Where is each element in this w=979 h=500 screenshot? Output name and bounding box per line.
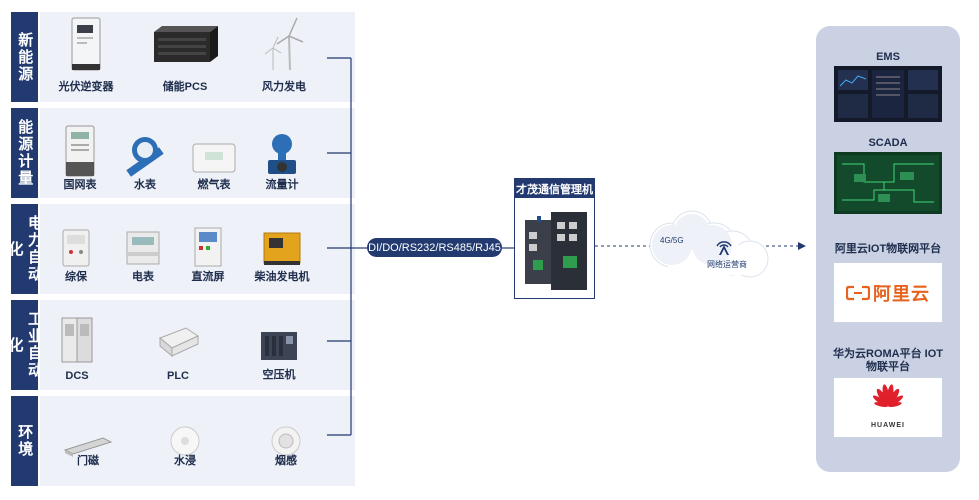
water-leak-sensor-icon: [170, 426, 200, 456]
aliyun-logo-text: 阿里云: [873, 283, 930, 304]
relay-protection-icon: [62, 229, 90, 267]
gateway-device-icon: [525, 212, 587, 290]
device-name: 空压机: [262, 369, 296, 381]
dcs-cabinet-icon: [61, 317, 93, 363]
device-water-meter[interactable]: 水表: [105, 108, 185, 196]
diesel-generator-icon: [263, 232, 301, 265]
category-label-industrial-automation: 工业自动化: [7, 300, 43, 390]
inverter-icon: [71, 17, 101, 71]
network-type-label: 4G/5G: [660, 236, 684, 245]
signal-tower-icon: [716, 241, 732, 255]
ems-dashboard-icon: [838, 70, 938, 118]
cloud-shapes: [649, 210, 769, 278]
device-name: 水表: [134, 179, 156, 191]
network-operator-label: 网络运营商: [707, 260, 747, 269]
device-name: 综保: [65, 271, 87, 283]
device-name: 燃气表: [197, 179, 231, 191]
device-smoke-detector[interactable]: 烟感: [246, 396, 326, 484]
device-diesel-generator[interactable]: 柴油发电机: [242, 204, 322, 292]
platform-title-aliyun: 阿里云IOT物联网平台: [834, 243, 942, 255]
device-pv-inverter[interactable]: 光伏逆变器: [46, 12, 126, 100]
device-name: 柴油发电机: [254, 271, 310, 283]
device-name: 流量计: [265, 179, 299, 191]
device-name: 光伏逆变器: [58, 81, 114, 93]
flow-meter-icon: [268, 134, 296, 174]
protocol-label: DI/DO/RS232/RS485/RJ45: [367, 238, 502, 257]
din-meter-icon: [126, 231, 160, 265]
device-flow-meter[interactable]: 流量计: [242, 108, 322, 196]
device-name: 储能PCS: [162, 81, 208, 93]
huawei-logo-text: HUAWEI: [871, 422, 905, 429]
scada-screen-icon: [837, 155, 939, 211]
gateway-title: 才茂通信管理机: [515, 179, 594, 198]
device-name: DCS: [65, 370, 89, 382]
plc-icon: [159, 327, 200, 358]
device-name: 门磁: [77, 455, 99, 467]
platform-card-ems[interactable]: [834, 66, 942, 122]
platform-title-scada: SCADA: [868, 137, 908, 149]
electric-meter-icon: [65, 125, 95, 177]
arrow-head: [798, 242, 806, 250]
device-dcs[interactable]: DCS: [37, 300, 117, 388]
device-wind-turbine[interactable]: 风力发电: [244, 12, 324, 100]
device-name: 烟感: [275, 455, 297, 467]
device-air-compressor[interactable]: 空压机: [239, 300, 319, 388]
air-compressor-icon: [261, 332, 297, 360]
device-water-leak-sensor[interactable]: 水浸: [145, 396, 225, 484]
device-door-sensor[interactable]: 门磁: [48, 396, 128, 484]
huawei-logo-icon: [872, 384, 904, 407]
device-relay-protection[interactable]: 综保: [36, 204, 116, 292]
aliyun-logo-icon: [846, 285, 870, 300]
platform-title-ems: EMS: [876, 51, 900, 63]
dc-panel-icon: [194, 227, 222, 267]
device-name: 直流屏: [191, 271, 225, 283]
smoke-detector-icon: [271, 426, 301, 456]
device-din-meter[interactable]: 电表: [103, 204, 183, 292]
category-box-new-energy: 光伏逆变器 储能PCS 风力发电: [40, 12, 355, 102]
door-sensor-icon: [63, 437, 113, 457]
platform-card-huawei[interactable]: HUAWEI: [834, 378, 942, 437]
device-grid-meter[interactable]: 国网表: [40, 108, 120, 196]
platform-title-huawei: 华为云ROMA平台 IOT物联平台: [833, 348, 943, 374]
category-label-energy-metering: 能源计量: [11, 108, 38, 198]
category-box-environment: 门磁 水浸 烟感: [40, 396, 355, 486]
category-box-power-automation: 综保 电表 直流屏 柴油发电机: [40, 204, 355, 294]
wind-turbine-icon: [264, 17, 304, 71]
category-box-industrial-automation: DCS PLC 空压机: [40, 300, 355, 390]
category-box-energy-metering: 国网表 水表 燃气表 流量计: [40, 108, 355, 198]
category-label-power-automation: 电力自动化: [7, 204, 43, 294]
category-label-new-energy: 新能源: [11, 12, 38, 102]
platform-card-scada[interactable]: [834, 152, 942, 214]
device-gas-meter[interactable]: 燃气表: [174, 108, 254, 196]
device-dc-panel[interactable]: 直流屏: [168, 204, 248, 292]
device-name: 风力发电: [262, 81, 306, 93]
device-name: 水浸: [174, 455, 196, 467]
device-name: 国网表: [63, 179, 97, 191]
device-storage-pcs[interactable]: 储能PCS: [145, 12, 225, 100]
gas-meter-icon: [192, 143, 236, 173]
storage-pcs-icon: [154, 26, 218, 62]
gateway-box[interactable]: 才茂通信管理机: [514, 178, 595, 299]
device-name: 电表: [132, 271, 154, 283]
water-meter-icon: [126, 137, 164, 177]
device-name: PLC: [167, 370, 189, 382]
category-label-environment: 环境: [11, 396, 38, 486]
platform-card-aliyun[interactable]: 阿里云: [834, 263, 942, 322]
device-plc[interactable]: PLC: [138, 300, 218, 388]
